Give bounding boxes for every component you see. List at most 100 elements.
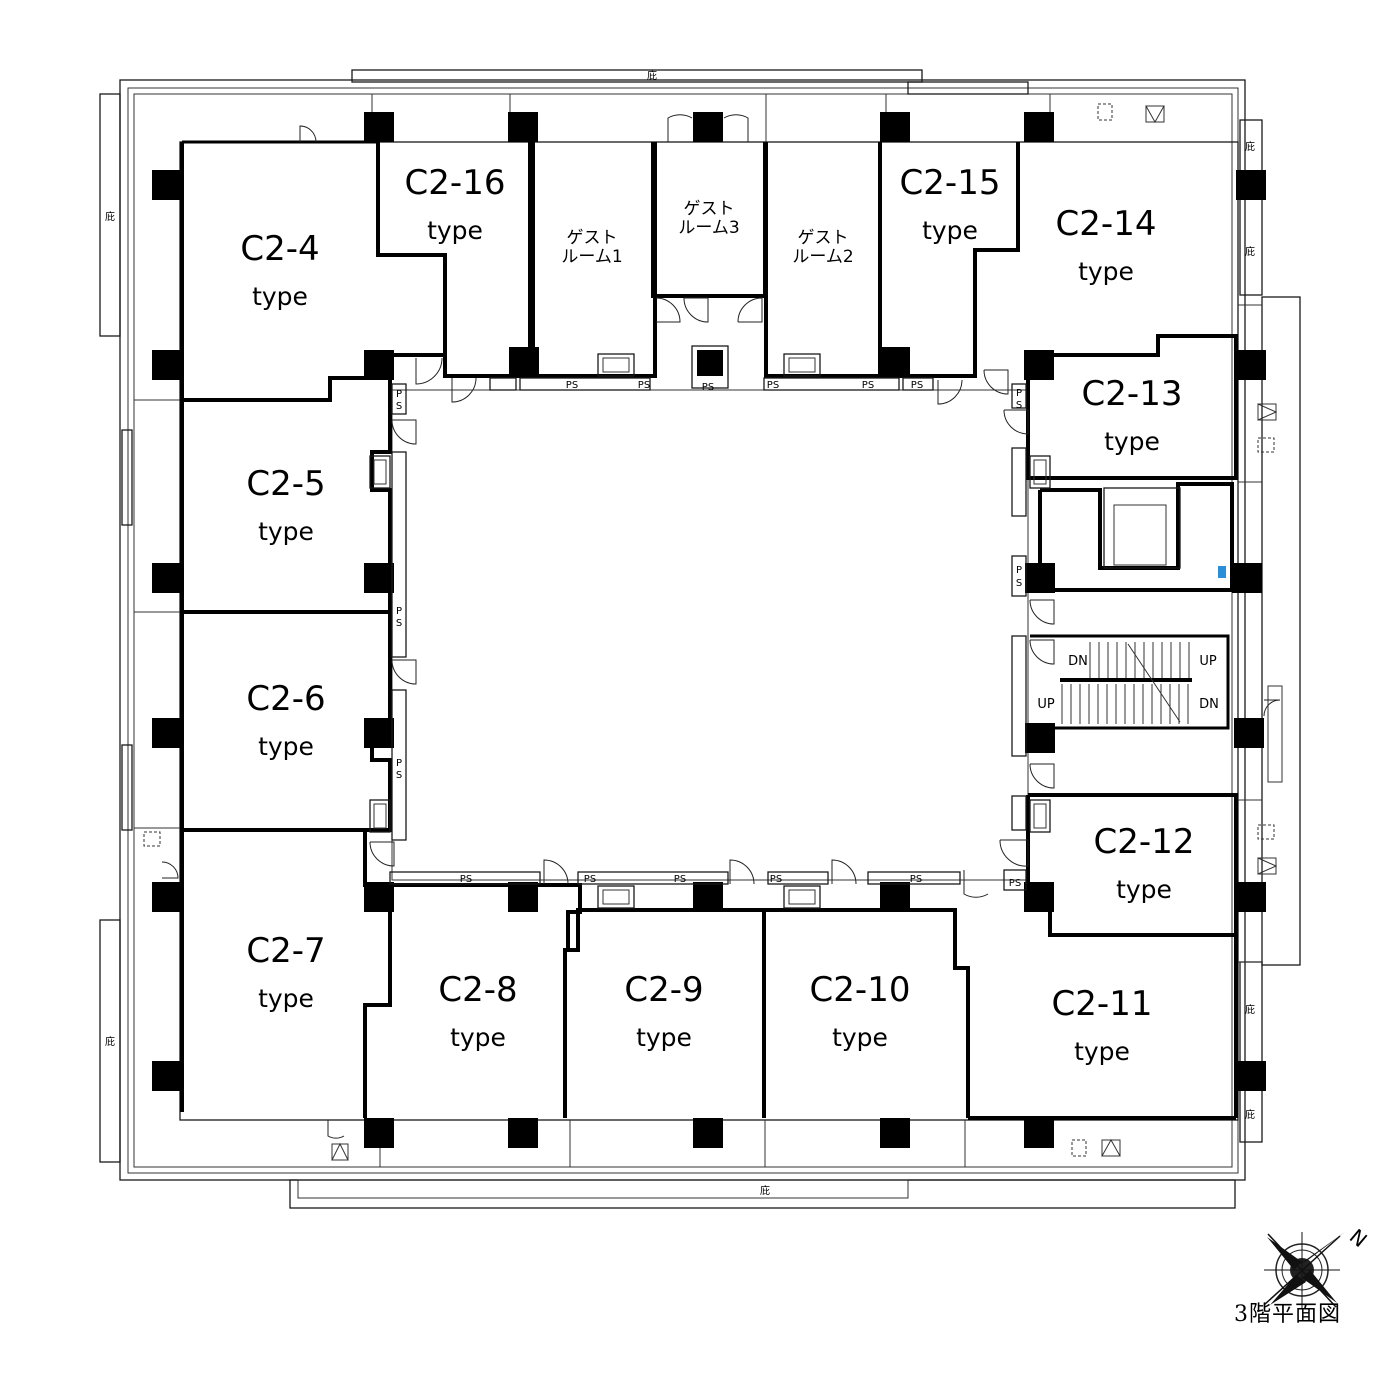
ps-vertical-p: P <box>396 758 402 769</box>
unit-c2-6-name: C2-6 <box>246 679 325 719</box>
ps-label: PS <box>862 380 874 391</box>
unit-c2-13-name: C2-13 <box>1082 374 1183 414</box>
floor-plan-caption: 3階平面図 <box>1234 1302 1341 1327</box>
column <box>152 170 182 200</box>
annotations: 庇 庇 庇 庇 庇 庇 庇 庇 PS PS PS PS PS PS PS PS … <box>105 69 1255 1197</box>
column <box>364 1118 394 1148</box>
unit-c2-5-type: type <box>258 517 314 546</box>
guest-room-2-line1: ゲスト <box>798 228 849 248</box>
ps-label: PS <box>911 380 923 391</box>
eave-label-left-bottom: 庇 <box>105 1035 115 1048</box>
unit-c2-9-name: C2-9 <box>624 970 703 1010</box>
unit-c2-7-type: type <box>258 984 314 1013</box>
ps-vertical-s: S <box>396 618 402 629</box>
column <box>1025 563 1055 593</box>
column <box>152 718 182 748</box>
eave-label-right-4: 庇 <box>1245 1108 1255 1121</box>
column <box>1024 1118 1054 1148</box>
unit-c2-12-name: C2-12 <box>1094 822 1195 862</box>
unit-c2-6-type: type <box>258 732 314 761</box>
unit-c2-13-type: type <box>1104 427 1160 456</box>
column <box>508 112 538 142</box>
eave-label-bottom: 庇 <box>760 1184 770 1197</box>
column <box>509 347 539 377</box>
column <box>1024 350 1054 380</box>
column <box>693 1118 723 1148</box>
column <box>880 112 910 142</box>
column <box>508 1118 538 1148</box>
unit-c2-8-type: type <box>450 1023 506 1052</box>
ps-label: PS <box>460 874 472 885</box>
structural-columns <box>152 112 1266 1148</box>
guest-room-1-line2: ルーム1 <box>561 247 622 267</box>
ps-vertical-p: P <box>1016 388 1022 399</box>
guest-room-3-line1: ゲスト <box>684 199 735 219</box>
guest-room-2-line2: ルーム2 <box>792 247 853 267</box>
eave-label-top: 庇 <box>647 69 657 82</box>
ps-label: PS <box>1009 878 1021 889</box>
unit-c2-10-name: C2-10 <box>810 970 911 1010</box>
column <box>364 350 394 380</box>
ps-label: PS <box>702 382 714 393</box>
stair-up-label: UP <box>1037 697 1055 712</box>
eave-label-right-3: 庇 <box>1245 1003 1255 1016</box>
stair-dn-label: DN <box>1199 697 1219 712</box>
column <box>880 882 910 912</box>
column <box>508 882 538 912</box>
ps-label: PS <box>638 380 650 391</box>
ps-vertical-p: P <box>396 389 402 400</box>
doors <box>161 114 1281 1139</box>
ps-label: PS <box>566 380 578 391</box>
elevator <box>1103 487 1181 569</box>
unit-walls <box>180 140 1238 1120</box>
stair-dn-label: DN <box>1068 654 1088 669</box>
column <box>364 882 394 912</box>
eave-label-right-2: 庇 <box>1245 245 1255 258</box>
column <box>152 1061 182 1091</box>
guest-room-1-line1: ゲスト <box>567 228 618 248</box>
unit-labels: C2-4 type C2-5 type C2-6 type C2-7 type … <box>240 163 1194 1066</box>
unit-c2-11-name: C2-11 <box>1052 984 1153 1024</box>
ps-vertical-s: S <box>396 770 402 781</box>
column <box>880 347 910 377</box>
ps-vertical-s: S <box>1016 400 1022 411</box>
unit-c2-10-type: type <box>832 1023 888 1052</box>
eave-label-left-top: 庇 <box>105 210 115 223</box>
column <box>364 718 394 748</box>
column <box>1025 723 1055 753</box>
unit-c2-14-type: type <box>1078 257 1134 286</box>
column <box>364 112 394 142</box>
column <box>152 350 182 380</box>
ps-label: PS <box>910 874 922 885</box>
ps-label: PS <box>584 874 596 885</box>
column <box>1236 170 1266 200</box>
stair-up-label: UP <box>1199 654 1217 669</box>
ps-vertical-p: P <box>1016 565 1022 576</box>
unit-c2-8-name: C2-8 <box>438 970 517 1010</box>
column <box>1232 563 1262 593</box>
unit-c2-5-name: C2-5 <box>246 464 325 504</box>
ps-vertical-s: S <box>1016 578 1022 589</box>
column <box>152 563 182 593</box>
column <box>693 112 723 142</box>
column <box>1234 718 1264 748</box>
unit-c2-4-name: C2-4 <box>240 229 319 269</box>
guest-room-3-line2: ルーム3 <box>678 218 739 238</box>
unit-c2-9-type: type <box>636 1023 692 1052</box>
column <box>1236 882 1266 912</box>
north-label: N <box>1345 1224 1372 1252</box>
unit-c2-16-type: type <box>427 216 483 245</box>
unit-c2-12-type: type <box>1116 875 1172 904</box>
column <box>1236 1061 1266 1091</box>
unit-c2-14-name: C2-14 <box>1056 204 1157 244</box>
column <box>693 882 723 912</box>
unit-c2-11-type: type <box>1074 1037 1130 1066</box>
column <box>1236 350 1266 380</box>
ps-label: PS <box>770 874 782 885</box>
unit-c2-15-type: type <box>922 216 978 245</box>
ps-label: PS <box>674 874 686 885</box>
eave-label-right-1: 庇 <box>1245 140 1255 153</box>
column <box>1024 112 1054 142</box>
unit-c2-16-name: C2-16 <box>405 163 506 203</box>
